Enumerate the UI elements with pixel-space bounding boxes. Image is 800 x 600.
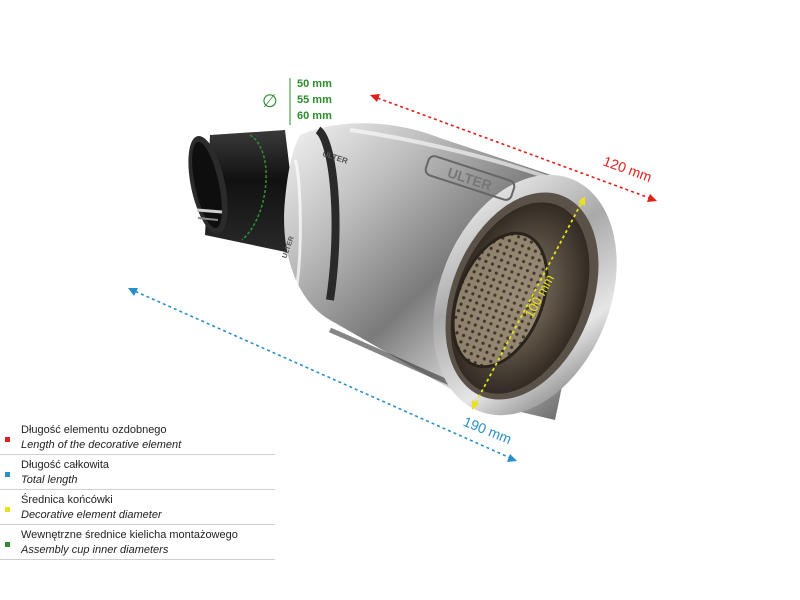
diameter-value-1: 50 mm	[297, 78, 332, 90]
legend-label-pl: Średnica końcówki	[21, 494, 113, 506]
legend-label-en: Assembly cup inner diameters	[21, 544, 169, 556]
tip-front-ring	[433, 174, 617, 416]
legend-item-green: Wewnętrzne średnice kielicha montażowego…	[0, 525, 275, 560]
diameter-value-3: 60 mm	[297, 110, 332, 122]
total-length-label: 190 mm	[461, 413, 514, 447]
legend-swatch	[5, 472, 10, 477]
legend-label-pl: Długość całkowita	[21, 459, 110, 471]
diameter-symbol: ∅	[262, 91, 278, 112]
legend-item-blue: Długość całkowita Total length	[0, 455, 275, 490]
legend-item-red: Długość elementu ozdobnego Length of the…	[0, 420, 275, 455]
legend-label-en: Total length	[21, 474, 78, 486]
legend-label-en: Decorative element diameter	[21, 509, 162, 521]
diameter-value-2: 55 mm	[297, 94, 332, 106]
legend-label-pl: Wewnętrzne średnice kielicha montażowego	[21, 529, 238, 541]
legend-label-en: Length of the decorative element	[21, 439, 182, 451]
legend-item-yellow: Średnica końcówki Decorative element dia…	[0, 490, 275, 525]
legend-swatch	[5, 437, 10, 442]
decorative-length-label: 120 mm	[601, 153, 654, 185]
legend-swatch	[5, 542, 10, 547]
inlet-pipe	[188, 130, 300, 255]
legend: Długość elementu ozdobnego Length of the…	[0, 420, 275, 560]
perforated-insert	[453, 233, 547, 367]
legend-swatch	[5, 507, 10, 512]
legend-label-pl: Długość elementu ozdobnego	[21, 424, 167, 436]
cup-diameters: ∅ 50 mm 55 mm 60 mm	[262, 78, 332, 125]
cup-diameter-ring	[241, 134, 267, 241]
